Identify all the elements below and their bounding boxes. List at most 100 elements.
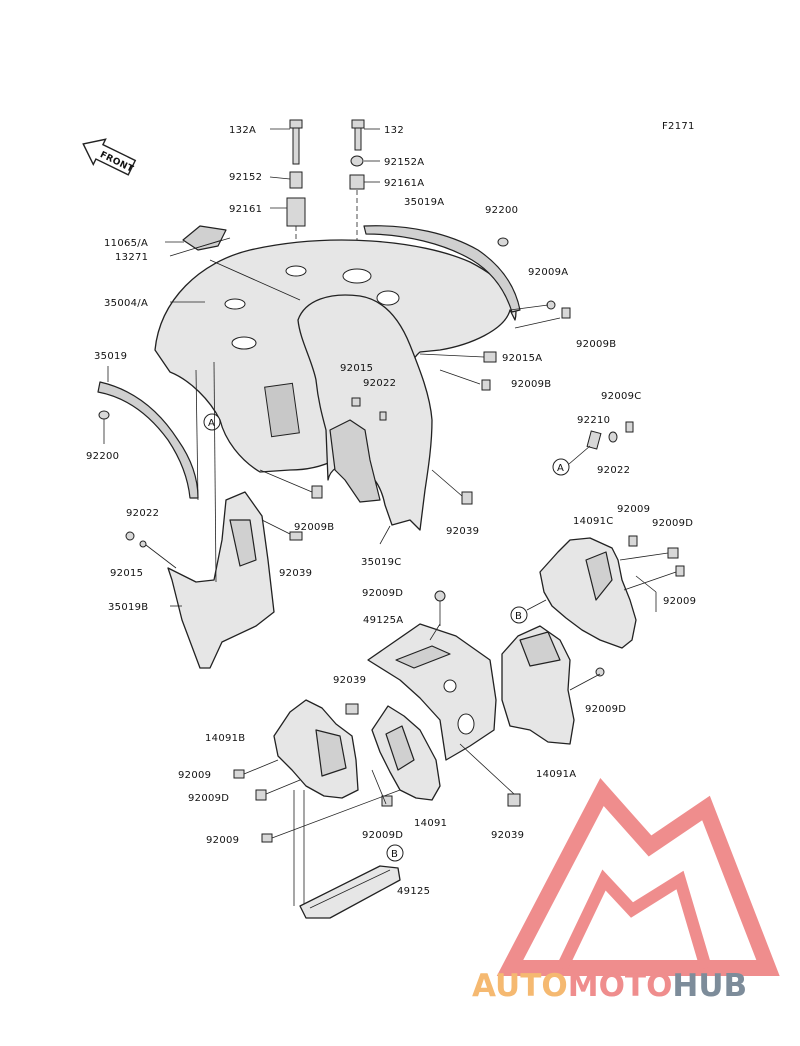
- label-35019B: 35019B: [108, 602, 148, 613]
- label-92210: 92210: [577, 415, 610, 426]
- screw-92009-l2-icon: [261, 833, 273, 843]
- screw-92009-r1-icon: [628, 535, 638, 547]
- front-arrow-icon: FRONT: [82, 138, 137, 176]
- label-92152A: 92152A: [384, 157, 424, 168]
- washer-92022-right-icon: [608, 431, 618, 443]
- label-49125A: 49125A: [363, 615, 403, 626]
- label-92009-l2: 92009: [206, 835, 239, 846]
- nut-92015-icon: [351, 397, 361, 407]
- trim-35019A-part: [363, 225, 521, 313]
- panel-14091B-part: [273, 699, 359, 799]
- screw-92009-l1-icon: [233, 769, 245, 779]
- label-92015A: 92015A: [502, 353, 542, 364]
- label-13271: 13271: [115, 252, 148, 263]
- bolt-92039b-icon: [461, 491, 473, 505]
- label-92009D-2: 92009D: [585, 704, 626, 715]
- ref-marker-a-left-icon: A: [203, 413, 221, 431]
- label-92009C: 92009C: [601, 391, 642, 402]
- screw-92009D1-icon: [667, 547, 679, 559]
- nut-92015-left-icon: [125, 531, 135, 541]
- cover-49125-part: [299, 865, 401, 919]
- screw-92009D3-icon: [434, 590, 446, 602]
- label-14091A: 14091A: [536, 769, 576, 780]
- label-92009D-5: 92009D: [362, 830, 403, 841]
- svg-text:A: A: [557, 463, 564, 474]
- label-92022-left: 92022: [126, 508, 159, 519]
- svg-text:B: B: [515, 611, 522, 622]
- panel-35019B-part: [167, 491, 275, 669]
- label-92009-r1: 92009: [617, 504, 650, 515]
- label-92039-a: 92039: [279, 568, 312, 579]
- label-92009-r2: 92009: [663, 596, 696, 607]
- svg-text:A: A: [208, 418, 215, 429]
- screw-92009B3-icon: [311, 485, 323, 499]
- watermark-logo-icon: [496, 778, 780, 976]
- nut-92015A-icon: [483, 351, 497, 363]
- inner-fender-35019C-part: [297, 294, 433, 531]
- collar-92161A-icon: [349, 174, 365, 190]
- washer-92200-top-icon: [497, 237, 509, 247]
- ref-marker-a-right-icon: A: [552, 458, 570, 476]
- pad-11065A-icon: [182, 225, 231, 251]
- label-35019A: 35019A: [404, 197, 444, 208]
- trim-35019-part: [97, 381, 199, 499]
- ref-marker-b-lower-icon: B: [386, 844, 404, 862]
- washer-92152-icon: [289, 171, 303, 189]
- label-92200-top: 92200: [485, 205, 518, 216]
- collar-92161-icon: [286, 197, 306, 227]
- label-92009B-2: 92009B: [511, 379, 551, 390]
- label-35004A: 35004/A: [104, 298, 148, 309]
- label-92039-b: 92039: [446, 526, 479, 537]
- label-92009D-1: 92009D: [652, 518, 693, 529]
- screw-92009D5-icon: [381, 795, 393, 807]
- washer-92022-left-icon: [139, 540, 147, 548]
- svg-text:B: B: [391, 849, 398, 860]
- label-14091B: 14091B: [205, 733, 245, 744]
- bolt-92039c-icon: [345, 703, 359, 715]
- label-92015-left: 92015: [110, 568, 143, 579]
- washer-92152A-icon: [350, 155, 364, 167]
- label-92009B-3: 92009B: [294, 522, 334, 533]
- label-14091C: 14091C: [573, 516, 614, 527]
- bolt-132A-icon: [289, 119, 303, 165]
- label-35019: 35019: [94, 351, 127, 362]
- label-92009D-4: 92009D: [188, 793, 229, 804]
- label-92161A: 92161A: [384, 178, 424, 189]
- ref-marker-b-right-icon: B: [510, 606, 528, 624]
- label-35019C: 35019C: [361, 557, 402, 568]
- label-132A: 132A: [229, 125, 256, 136]
- washer-92200-left-icon: [98, 410, 110, 420]
- washer-92022-icon: [379, 411, 387, 421]
- bolt-132-icon: [351, 119, 365, 151]
- screw-92009B2-icon: [481, 379, 491, 391]
- label-14091: 14091: [414, 818, 447, 829]
- label-92009D-3: 92009D: [362, 588, 403, 599]
- collar-92210-icon: [586, 430, 602, 450]
- label-92200-left: 92200: [86, 451, 119, 462]
- label-92161: 92161: [229, 204, 262, 215]
- screw-92009D4-icon: [255, 789, 267, 801]
- label-92039-d: 92039: [491, 830, 524, 841]
- label-92009A: 92009A: [528, 267, 568, 278]
- label-92009B-1: 92009B: [576, 339, 616, 350]
- watermark-text: AUTOMOTOHUB: [472, 968, 747, 1004]
- screw-92009-r2-icon: [675, 565, 685, 577]
- bolt-92039a-icon: [289, 531, 303, 541]
- label-92152: 92152: [229, 172, 262, 183]
- bolt-92039d-icon: [507, 793, 521, 807]
- screw-92009C-icon: [625, 421, 634, 433]
- label-92022-right: 92022: [597, 465, 630, 476]
- svg-text:AUTOMOTOHUB: AUTOMOTOHUB: [472, 968, 747, 1004]
- label-132: 132: [384, 125, 404, 136]
- diagram-code: F2171: [662, 121, 695, 132]
- label-92039-c: 92039: [333, 675, 366, 686]
- label-11065A: 11065/A: [104, 238, 148, 249]
- label-49125: 49125: [397, 886, 430, 897]
- screw-92009D2-icon: [595, 667, 605, 677]
- screw-92009B-icon: [561, 307, 571, 319]
- label-92022: 92022: [363, 378, 396, 389]
- label-92009-l1: 92009: [178, 770, 211, 781]
- screw-92009A-icon: [546, 300, 556, 310]
